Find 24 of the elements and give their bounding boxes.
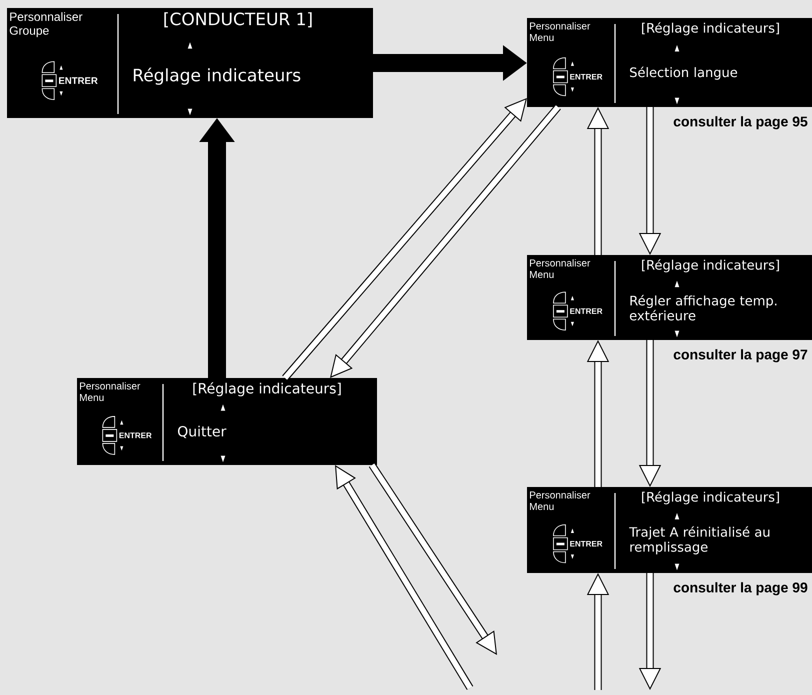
display-screen: Personnaliser Menu ENTRER [Réglage indicateurs] Sélection langue [527, 18, 812, 107]
display-screen: Personnaliser Menu ENTRER [Réglage indicateurs] Régler affichage temp. extérieure [527, 255, 812, 340]
block-arrow [330, 104, 561, 378]
node-label: ENTRER [570, 74, 602, 80]
node-label: ENTRER [570, 308, 602, 314]
node-label: Trajet A réinitialisé au remplissage [629, 526, 770, 554]
node-label: ENTRER [570, 541, 602, 547]
display-screen: Personnaliser Groupe ENTRER [CONDUCTEUR 1] Réglage indicateurs [7, 8, 373, 118]
node-label: Personnaliser Menu [530, 22, 590, 42]
node-label: [Réglage indicateurs] [642, 22, 779, 36]
block-arrow [335, 465, 474, 690]
node-label: Personnaliser Menu [530, 259, 590, 278]
display-screen: Personnaliser Menu ENTRER [Réglage indicateurs] Trajet A réinitialisé au remplissage [527, 487, 812, 573]
node-label: Personnaliser Menu [530, 491, 590, 510]
page-reference: consulter la page 97 [674, 349, 808, 362]
page-reference: consulter la page 95 [674, 116, 808, 130]
node-label: [Réglage indicateurs] [642, 259, 779, 272]
node-label: [Réglage indicateurs] [642, 491, 779, 504]
display-screen: Personnaliser Menu ENTRER [Réglage indicateurs] Quitter [77, 378, 377, 465]
page-reference: consulter la page 99 [674, 582, 808, 596]
block-arrow [368, 462, 497, 655]
node-label: Régler affichage temp. extérieure [630, 294, 776, 320]
block-arrow [282, 98, 527, 380]
node-label: Sélection langue [630, 66, 738, 80]
